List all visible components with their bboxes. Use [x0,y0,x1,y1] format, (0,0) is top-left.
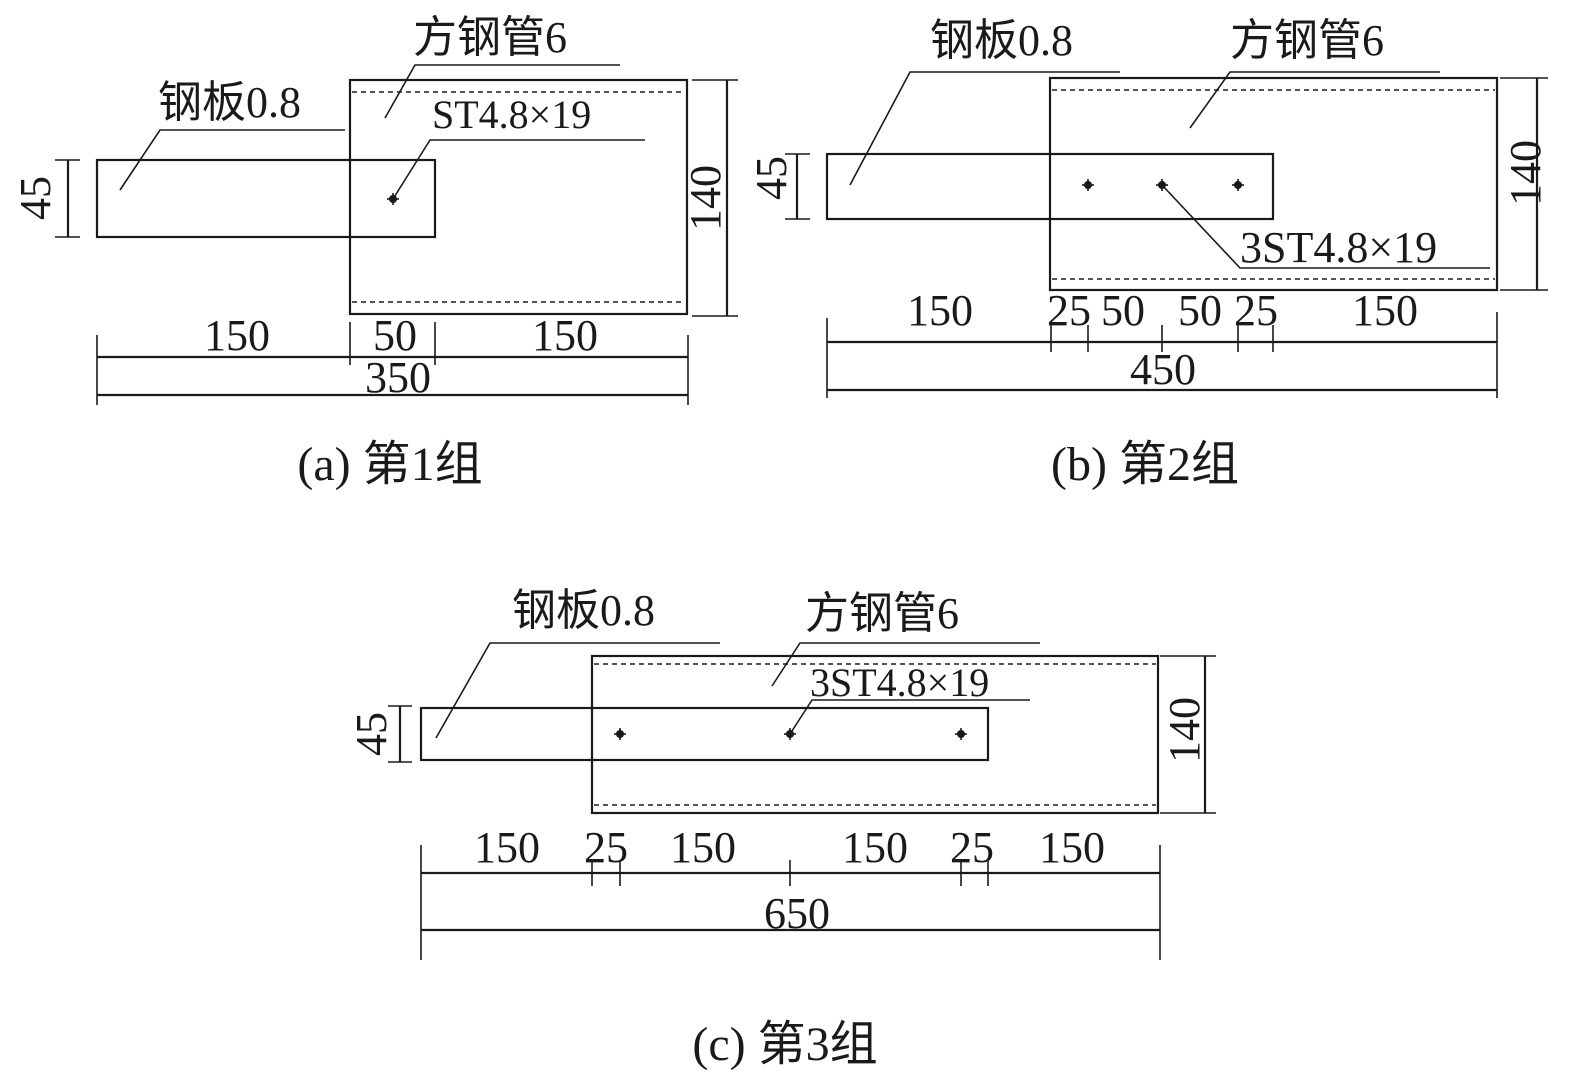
tube-b [1048,76,1499,292]
dim-a-seg-2: 50 [373,311,417,360]
tube-label-b: 方钢管6 [1230,16,1384,65]
dim-b-seg-2: 25 [1047,286,1091,335]
tube-label-c: 方钢管6 [805,589,959,638]
tube-a [348,78,689,316]
dim-140-c: 140 [1160,697,1209,763]
dim-c-seg-3: 150 [670,823,736,872]
caption-b: (b) 第2组 [1051,438,1239,491]
leader-tube-a [384,64,620,119]
leader-plate-c [435,642,720,739]
tube-label-a: 方钢管6 [413,13,567,62]
dim-c-total: 650 [764,889,830,938]
dim-a-seg-1: 150 [204,311,270,360]
caption-a: (a) 第1组 [297,438,482,491]
dim-45-b: 45 [747,156,796,200]
dim-a-seg-3: 150 [532,311,598,360]
dim-45-a: 45 [11,176,60,220]
dim-c-seg-1: 150 [474,823,540,872]
dim-140-a: 140 [681,165,730,231]
leader-screw-b [1161,184,1490,269]
dim-c-seg-4: 150 [842,823,908,872]
figure-b: 钢板0.8 方钢管6 3ST4.8×19 45 140 150 25 50 50… [747,16,1550,491]
leader-screw-a [392,139,645,200]
dim-b-seg-3: 50 [1101,286,1145,335]
plate-label-b: 钢板0.8 [930,16,1073,65]
screw-label-b: 3ST4.8×19 [1240,223,1437,272]
plate-label-c: 钢板0.8 [512,586,655,635]
dim-45-c: 45 [347,712,396,756]
figure-c: 钢板0.8 方钢管6 3ST4.8×19 45 140 150 25 150 1… [347,586,1216,1071]
screw-label-a: ST4.8×19 [432,92,591,137]
dim-b-seg-6: 150 [1352,286,1418,335]
leader-screw-c [789,699,1030,735]
dim-c-seg-2: 25 [584,823,628,872]
plate-c [419,706,990,762]
leader-plate-a [119,129,345,191]
leader-tube-c [771,642,1040,687]
plate-a [95,158,437,239]
dim-140-b: 140 [1501,140,1550,206]
figure-a: 钢板0.8 方钢管6 ST4.8×19 45 140 150 50 150 35… [11,13,738,491]
plate-label-a: 钢板0.8 [158,78,301,127]
dim-b-seg-4: 50 [1178,286,1222,335]
dim-c-seg-5: 25 [950,823,994,872]
dim-c-seg-6: 150 [1039,823,1105,872]
screws-c [614,728,967,740]
leader-plate-b [849,71,1120,186]
dim-b-total: 450 [1130,345,1196,394]
dim-b-seg-1: 150 [907,286,973,335]
leader-tube-b [1189,71,1440,129]
dim-a-total: 350 [365,353,431,402]
plate-b [825,152,1275,221]
caption-c: (c) 第3组 [692,1018,877,1071]
dim-b-seg-5: 25 [1234,286,1278,335]
screw-label-c: 3ST4.8×19 [810,660,989,705]
tube-c [590,654,1160,815]
